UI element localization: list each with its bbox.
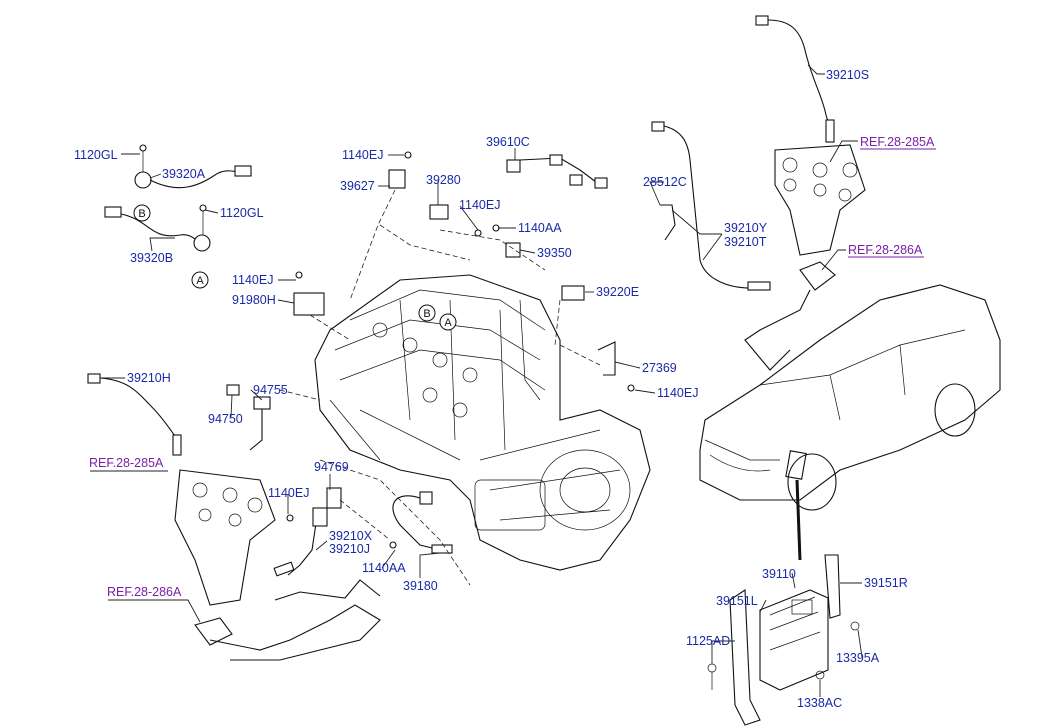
marker-b-engine bbox=[418, 304, 436, 322]
bolt-icons bbox=[139, 144, 635, 549]
label-1120gl-top[interactable]: 1120GL bbox=[74, 148, 118, 162]
label-1140ej-right[interactable]: 1140EJ bbox=[657, 386, 698, 400]
label-13395a[interactable]: 13395A bbox=[836, 651, 880, 665]
label-1140ej-mid[interactable]: 1140EJ bbox=[459, 198, 500, 212]
sensor-39320b bbox=[104, 206, 211, 252]
ref-28-286a-right[interactable]: REF.28-286A bbox=[848, 243, 923, 257]
label-39151r[interactable]: 39151R bbox=[864, 576, 908, 590]
sensor-39320a bbox=[134, 150, 252, 189]
label-1125ad[interactable]: 1125AD bbox=[686, 634, 730, 648]
label-39210t[interactable]: 39210T bbox=[724, 235, 767, 249]
label-39210y[interactable]: 39210Y bbox=[724, 221, 768, 235]
label-1140aa-low[interactable]: 1140AA bbox=[362, 561, 406, 575]
label-39320b[interactable]: 39320B bbox=[130, 251, 173, 265]
label-39151l[interactable]: 39151L bbox=[716, 594, 758, 608]
right-exhaust-manifold bbox=[744, 144, 866, 371]
ref-28-286a-left[interactable]: REF.28-286A bbox=[107, 585, 182, 599]
label-1140aa-top[interactable]: 1140AA bbox=[518, 221, 562, 235]
sensors-misc bbox=[226, 169, 616, 527]
label-1120gl-bot[interactable]: 1120GL bbox=[220, 206, 264, 220]
marker-b-left-text: B bbox=[138, 208, 145, 220]
marker-b-engine-text: B bbox=[423, 308, 430, 320]
injector-harness-39610c bbox=[506, 154, 608, 189]
label-39110[interactable]: 39110 bbox=[762, 567, 796, 581]
label-39210h[interactable]: 39210H bbox=[127, 371, 171, 385]
ref-28-285a-left[interactable]: REF.28-285A bbox=[89, 456, 164, 470]
vehicle-illustration bbox=[699, 284, 1001, 561]
marker-circles: B A B A bbox=[133, 204, 457, 331]
label-94755[interactable]: 94755 bbox=[253, 383, 288, 397]
label-39280[interactable]: 39280 bbox=[426, 173, 461, 187]
ref-28-285a-right[interactable]: REF.28-285A bbox=[860, 135, 935, 149]
sensor-39210y bbox=[651, 121, 771, 291]
dashed-guides bbox=[279, 189, 601, 586]
label-39350[interactable]: 39350 bbox=[537, 246, 572, 260]
label-39320a[interactable]: 39320A bbox=[162, 167, 206, 181]
marker-b-left bbox=[133, 204, 151, 222]
label-28512c[interactable]: 28512C bbox=[643, 175, 687, 189]
label-1140ej-top[interactable]: 1140EJ bbox=[342, 148, 383, 162]
label-94769[interactable]: 94769 bbox=[314, 460, 349, 474]
marker-a-left-text: A bbox=[196, 275, 204, 287]
marker-a-engine-text: A bbox=[444, 317, 452, 329]
sensor-39180 bbox=[392, 491, 453, 554]
engine-assembly bbox=[314, 274, 651, 571]
label-1338ac[interactable]: 1338AC bbox=[797, 696, 842, 710]
sensor-39210s bbox=[755, 15, 835, 143]
label-39210x[interactable]: 39210X bbox=[329, 529, 373, 543]
leader-lines bbox=[90, 64, 863, 697]
label-39220e[interactable]: 39220E bbox=[596, 285, 639, 299]
label-39210s[interactable]: 39210S bbox=[826, 68, 869, 82]
label-1140ej-left[interactable]: 1140EJ bbox=[232, 273, 273, 287]
label-39210j[interactable]: 39210J bbox=[329, 542, 370, 556]
label-94750[interactable]: 94750 bbox=[208, 412, 243, 426]
left-exhaust-manifold bbox=[174, 469, 381, 661]
label-1140ej-low[interactable]: 1140EJ bbox=[268, 486, 309, 500]
label-39627[interactable]: 39627 bbox=[340, 179, 375, 193]
label-39180[interactable]: 39180 bbox=[403, 579, 438, 593]
sensor-39210x bbox=[273, 509, 319, 577]
sensor-39210h bbox=[87, 373, 182, 456]
marker-a-left bbox=[191, 271, 209, 289]
ecu-module bbox=[707, 554, 860, 726]
label-27369[interactable]: 27369 bbox=[642, 361, 677, 375]
label-91980h[interactable]: 91980H bbox=[232, 293, 276, 307]
marker-a-engine bbox=[439, 313, 457, 331]
part-labels: 39210S REF.28-285A REF.28-286A 28512C 39… bbox=[74, 68, 936, 710]
label-39610c[interactable]: 39610C bbox=[486, 135, 530, 149]
